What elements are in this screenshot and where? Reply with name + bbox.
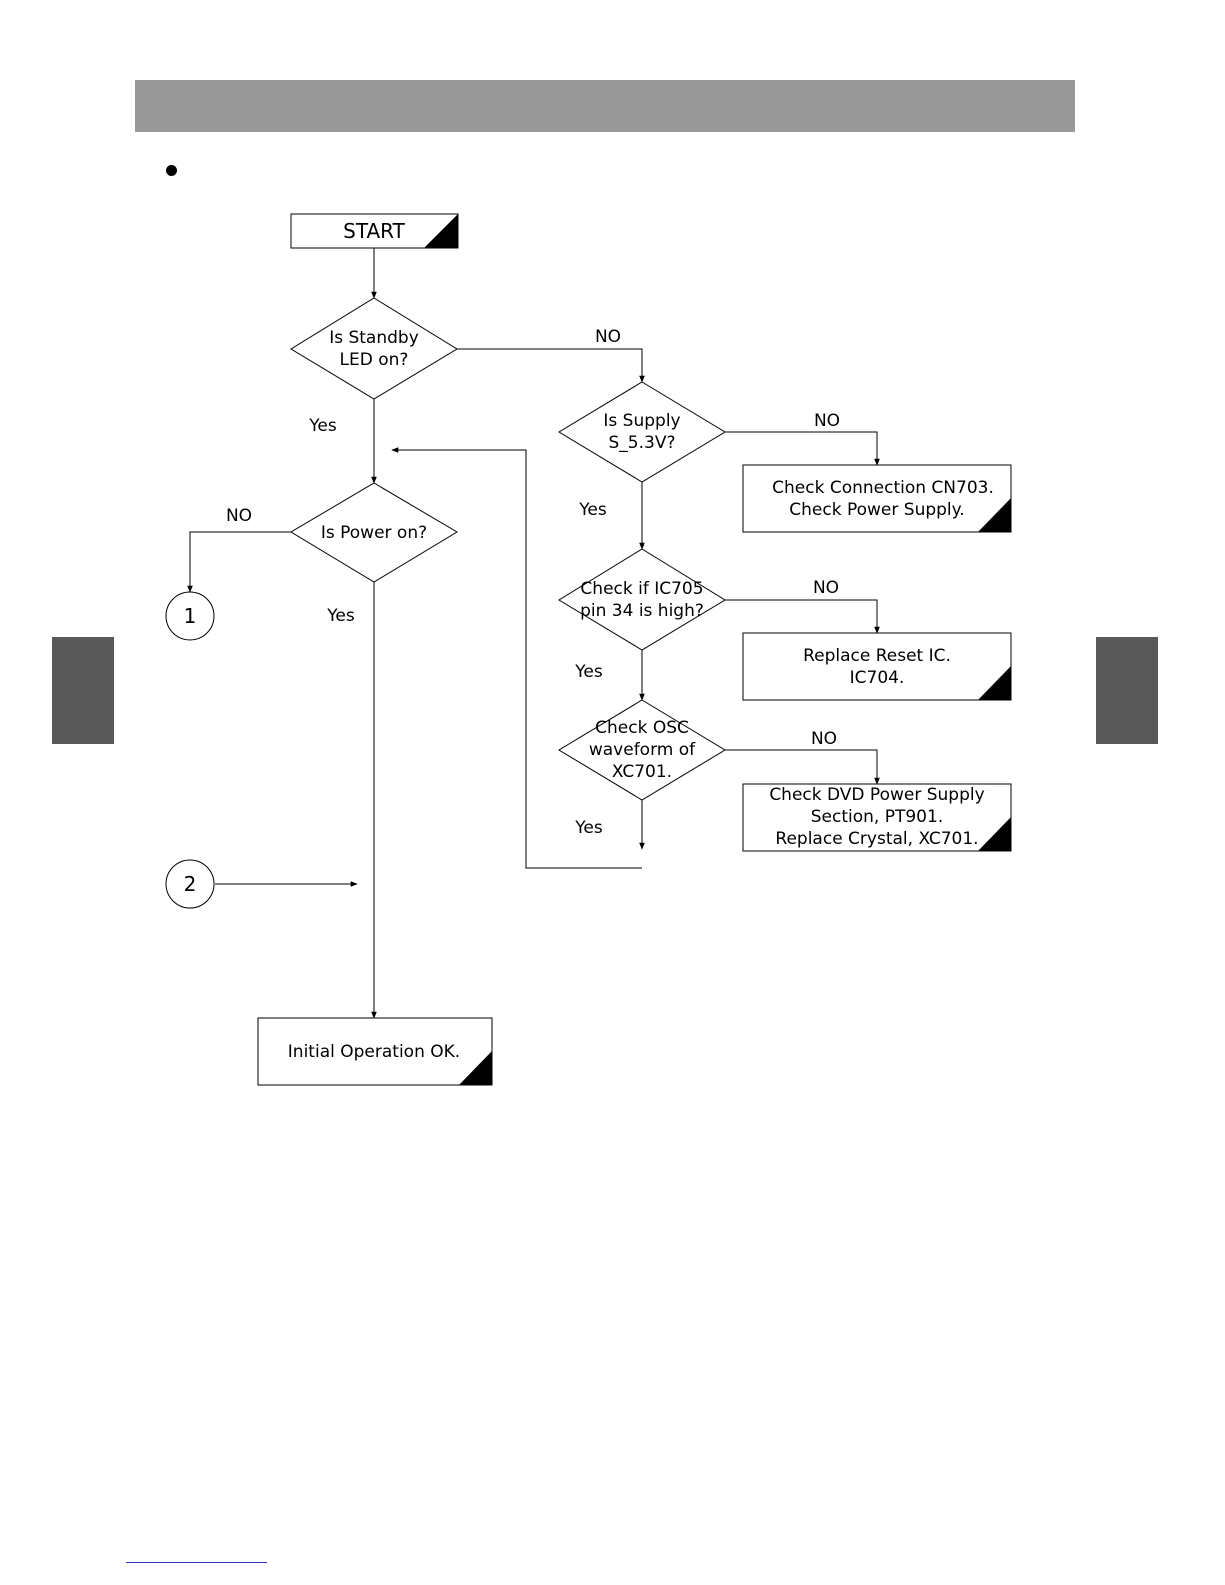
supply-line-1: Is Supply [603,411,680,431]
connector-1: 1 [165,591,215,641]
power-line-1: Is Power on? [321,523,427,543]
osc-line-2: waveform of [589,740,696,760]
right-side-tab [1096,637,1158,744]
connector-1-label: 1 [184,604,197,628]
dvd-power-line-3: Replace Crystal, XC701. [775,829,978,849]
process-dvd-power: Check DVD Power Supply Section, PT901. R… [742,783,1012,852]
decision-ic705: Check if IC705 pin 34 is high? [558,548,726,651]
standby-line-2: LED on? [340,350,409,370]
label-power-no: NO [226,506,252,526]
decision-power: Is Power on? [290,482,458,583]
edge-supply-check-connection [725,431,880,466]
connector-2-label: 2 [184,872,197,896]
decision-standby-led: Is Standby LED on? [290,297,458,400]
left-side-tab [52,637,114,744]
start-label: START [343,219,405,243]
label-ic705-yes: Yes [574,662,603,682]
label-osc-yes: Yes [574,818,603,838]
edge-standby-supply [457,348,645,383]
check-connection-line-2: Check Power Supply. [789,500,964,520]
connector-2: 2 [165,859,215,909]
ic705-line-1: Check if IC705 [580,579,703,599]
label-supply-no: NO [814,411,840,431]
process-replace-reset: Replace Reset IC. IC704. [742,632,1012,701]
initial-ok-label: Initial Operation OK. [288,1042,460,1062]
osc-line-1: Check OSC [595,718,689,738]
dvd-power-line-1: Check DVD Power Supply [769,785,984,805]
label-standby-yes: Yes [308,416,337,436]
edge-ic705-reset [725,599,880,634]
start-node: START [290,213,459,249]
bullet-icon [166,165,177,176]
flow-edges [187,248,880,1019]
end-initial-ok: Initial Operation OK. [257,1017,493,1086]
decision-supply: Is Supply S_5.3V? [558,381,726,483]
decision-osc: Check OSC waveform of XC701. [558,699,726,801]
edge-power-connector1 [187,531,291,593]
process-check-connection: Check Connection CN703. Check Power Supp… [742,464,1012,533]
reset-line-1: Replace Reset IC. [803,646,951,666]
label-ic705-no: NO [813,578,839,598]
edge-osc-dvd-power [725,749,880,785]
label-standby-no: NO [595,327,621,347]
check-connection-line-1: Check Connection CN703. [772,478,994,498]
dvd-power-line-2: Section, PT901. [811,807,943,827]
edge-loop-back [391,447,642,869]
osc-line-3: XC701. [612,762,672,782]
label-osc-no: NO [811,729,837,749]
label-supply-yes: Yes [578,500,607,520]
supply-line-2: S_5.3V? [609,433,676,453]
standby-line-1: Is Standby [329,328,419,348]
reset-line-2: IC704. [850,668,905,688]
ic705-line-2: pin 34 is high? [580,601,704,621]
section-header-bar [135,80,1075,132]
label-power-yes: Yes [326,606,355,626]
footer-underline [126,1562,267,1563]
